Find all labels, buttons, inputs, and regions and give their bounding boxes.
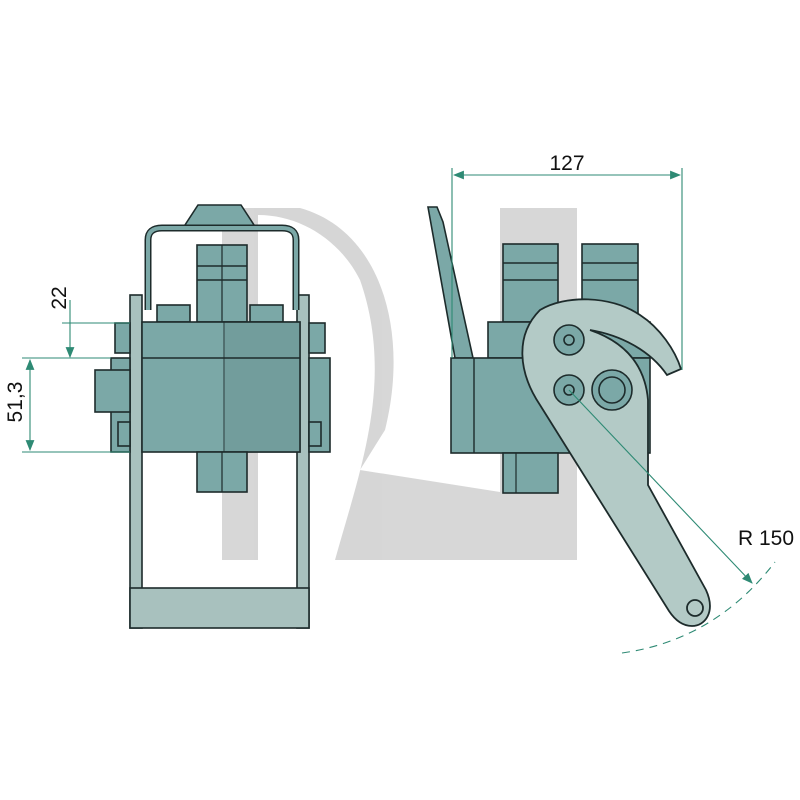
dimension-label-127: 127	[549, 152, 584, 175]
release-flap	[427, 206, 474, 359]
dimension-51-3: 51,3	[4, 357, 130, 453]
front-view-coupling	[94, 204, 331, 629]
nut-right	[249, 304, 284, 323]
nut-left	[156, 304, 191, 323]
dimension-label-r150: R 150	[738, 527, 794, 550]
dimension-127: 127	[451, 152, 683, 370]
bottom-frame	[129, 587, 310, 629]
side-bolt	[94, 369, 131, 413]
left-side-plate	[129, 294, 143, 629]
handle-loop	[146, 226, 298, 310]
fitting-bottom	[502, 452, 559, 494]
dimension-radius-150: R 150	[568, 389, 794, 654]
dimension-label-51-3: 51,3	[4, 382, 27, 423]
dimension-label-22: 22	[48, 286, 71, 309]
